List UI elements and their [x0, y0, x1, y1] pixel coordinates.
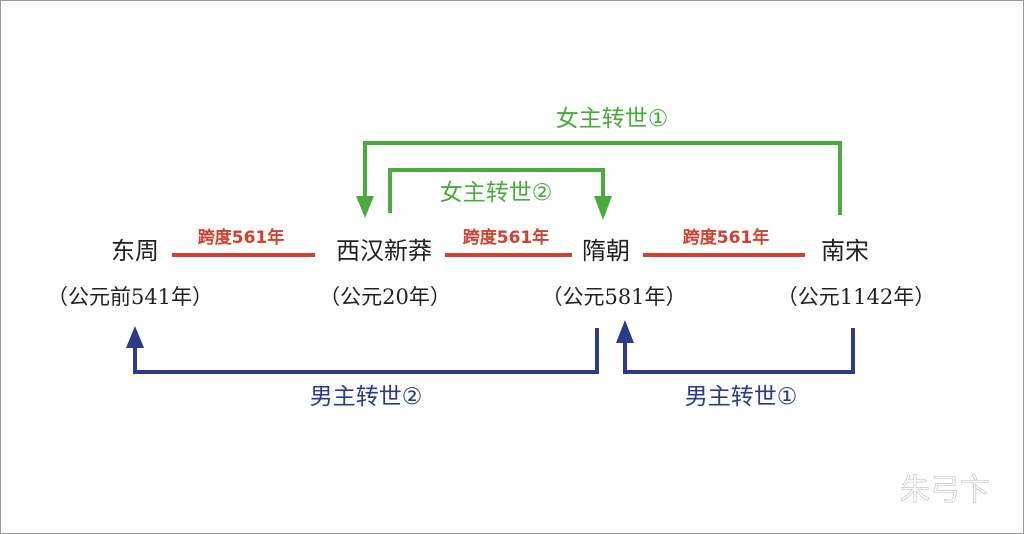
- male-label-2: 男主转世②: [310, 384, 423, 410]
- female-label-2: 女主转世②: [440, 180, 553, 206]
- arrow-down-icon: [356, 196, 374, 218]
- female-arrow-2: [388, 168, 612, 220]
- male-label-1: 男主转世①: [685, 384, 798, 410]
- year-xihan-xinmang: （公元20年）: [319, 285, 451, 309]
- node-xihan-xinmang: 西汉新莽: [336, 237, 432, 265]
- arrow-up-icon: [126, 326, 144, 348]
- watermark: 朱弓卞: [900, 473, 990, 508]
- arrow-down-icon: [594, 196, 612, 220]
- span-label-2: 跨度561年: [463, 227, 550, 248]
- node-suichao: 隋朝: [582, 237, 630, 265]
- node-nansong: 南宋: [821, 237, 869, 265]
- span-label-3: 跨度561年: [683, 227, 770, 248]
- year-dongzhou: （公元前541年）: [47, 285, 213, 309]
- female-label-1: 女主转世①: [556, 106, 669, 132]
- node-dongzhou: 东周: [111, 237, 159, 265]
- year-nansong: （公元1142年）: [777, 285, 935, 309]
- span-label-1: 跨度561年: [198, 227, 285, 248]
- male-arrow-2: [126, 326, 599, 374]
- year-suichao: （公元581年）: [541, 285, 686, 309]
- arrow-up-icon: [616, 320, 634, 343]
- male-arrow-1: [616, 320, 855, 374]
- female-arrow-1: [356, 141, 842, 218]
